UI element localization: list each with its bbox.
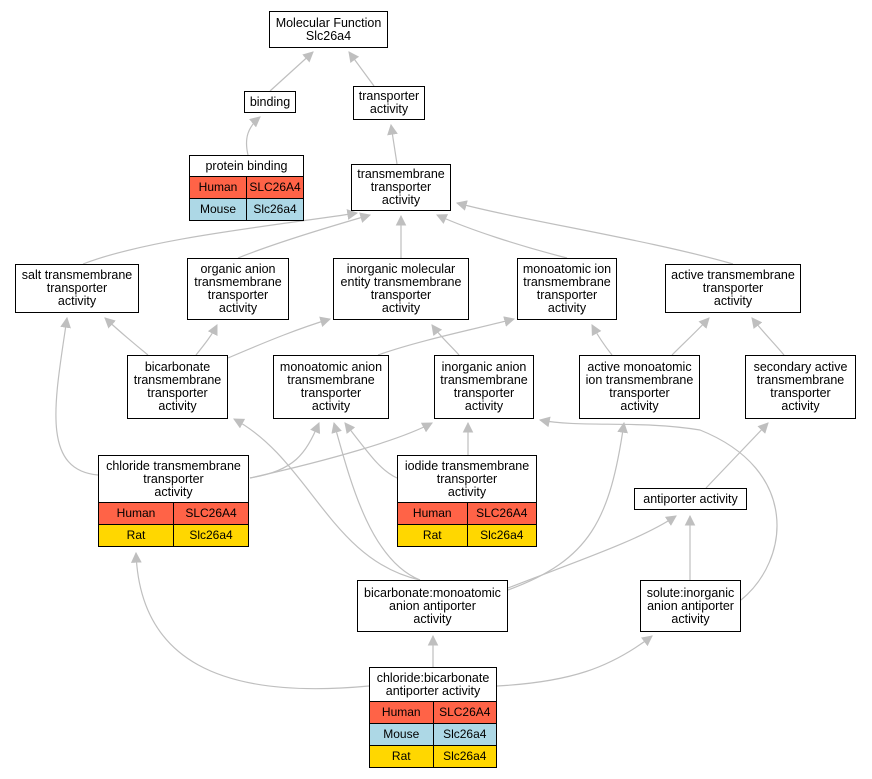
edge-bicarb_antiporter-to-monoatomic_anion [331,421,421,581]
edge-salt_tm-to-tm_transporter [82,209,359,265]
edge-monoatomic_ion-to-tm_transporter [436,214,568,259]
edge-chloride_bicarb-to-chloride_tm [130,551,370,690]
node-monoatomic-anion[interactable]: monoatomic anion transmembrane transport… [273,355,389,419]
node-iodide-tm[interactable]: iodide transmembrane transporter activit… [397,455,537,547]
node-binding[interactable]: binding [244,91,296,113]
gene-label[interactable]: Slc26a4 [173,525,248,546]
edge-binding-to-root [269,51,314,92]
node-antiporter[interactable]: antiporter activity [634,488,747,510]
edge-bicarb_antiporter-to-bicarbonate_tm [233,418,421,581]
edge-protein_binding-to-binding [245,116,261,156]
edge-bicarbonate_tm-to-salt_tm [104,317,149,356]
species-row-human: Human SLC26A4 [190,176,303,198]
edge-inorganic_anion-to-inorganic_molecular [431,324,460,356]
edge-active_tm-to-tm_transporter [455,200,734,265]
edge-chloride_tm-to-inorganic_anion [249,422,433,479]
gene-label[interactable]: SLC26A4 [432,702,497,723]
node-title: chloride:bicarbonate antiporter activity [376,670,490,698]
node-title: monoatomic ion transmembrane transporter… [522,262,612,315]
edge-solute_antiporter-to-inorganic_anion [538,416,778,601]
node-title: inorganic molecular entity transmembrane… [340,262,462,315]
node-title: secondary active transmembrane transport… [753,360,848,413]
edge-antiporter-to-secondary_active [705,422,769,489]
species-label: Rat [126,528,146,542]
node-title: transmembrane transporter activity [357,167,445,207]
species-row-human: Human SLC26A4 [99,502,248,524]
node-chloride-bicarb[interactable]: chloride:bicarbonate antiporter activity… [369,667,497,768]
node-title: bicarbonate transmembrane transporter ac… [133,360,222,413]
node-active-monoatomic[interactable]: active monoatomic ion transmembrane tran… [579,355,700,419]
species-label: Human [198,180,238,194]
node-solute-antiporter[interactable]: solute:inorganic anion antiporter activi… [640,580,741,632]
edge-chloride_bicarb-to-solute_antiporter [496,635,653,687]
species-row-human: Human SLC26A4 [370,701,496,723]
node-title: active transmembrane transporter activit… [671,268,795,308]
species-label: Mouse [383,727,420,741]
gene-label[interactable]: SLC26A4 [173,503,248,524]
species-label: Rat [391,749,411,763]
node-title: bicarbonate:monoatomic anion antiporter … [364,585,501,626]
edge-bicarb_antiporter-to-active_monoatomic [507,421,628,591]
edge-transporter_activity-to-root [348,51,375,87]
species-row-mouse: Mouse Slc26a4 [190,198,303,220]
node-title: binding [249,94,291,109]
node-tm-transporter[interactable]: transmembrane transporter activity [351,164,451,211]
gene-label[interactable]: SLC26A4 [246,177,303,198]
edge-chloride_tm-to-salt_tm [55,316,99,476]
node-title: organic anion transmembrane transporter … [194,262,282,315]
node-organic-anion[interactable]: organic anion transmembrane transporter … [187,258,289,320]
species-row-rat: Rat Slc26a4 [398,524,536,546]
edge-bicarbonate_tm-to-inorganic_molecular [227,316,332,359]
species-label: Mouse [199,202,237,216]
edge-tm_transporter-to-transporter_activity [387,123,398,165]
node-salt-tm[interactable]: salt transmembrane transporter activity [15,264,139,313]
node-inorganic-anion[interactable]: inorganic anion transmembrane transporte… [434,355,534,419]
species-label: Rat [422,528,442,542]
gene-label[interactable]: Slc26a4 [246,199,303,220]
edge-secondary_active-to-active_tm [751,317,785,356]
species-label: Human [381,705,421,719]
edge-organic_anion-to-tm_transporter [237,212,372,259]
node-title: monoatomic anion transmembrane transport… [279,360,383,413]
species-row-human: Human SLC26A4 [398,502,536,524]
gene-label[interactable]: Slc26a4 [432,724,497,745]
species-row-rat: Rat Slc26a4 [370,745,496,767]
node-title: inorganic anion transmembrane transporte… [440,360,528,413]
node-inorganic-molecular[interactable]: inorganic molecular entity transmembrane… [333,258,469,320]
node-root[interactable]: Molecular Function Slc26a4 [269,11,388,48]
node-title: transporter activity [358,89,420,116]
species-row-rat: Rat Slc26a4 [99,524,248,546]
node-title: antiporter activity [643,491,738,506]
node-bicarbonate-tm[interactable]: bicarbonate transmembrane transporter ac… [127,355,228,419]
node-transporter-activity[interactable]: transporter activity [353,86,425,120]
edge-active_monoatomic-to-monoatomic_ion [591,324,613,356]
node-title: protein binding [205,158,288,173]
edge-iodide_tm-to-monoatomic_anion [344,422,398,479]
node-chloride-tm[interactable]: chloride transmembrane transporter activ… [98,455,249,547]
node-monoatomic-ion[interactable]: monoatomic ion transmembrane transporter… [517,258,617,320]
node-title: salt transmembrane transporter activity [21,268,133,308]
gene-label[interactable]: Slc26a4 [466,525,537,546]
node-active-tm[interactable]: active transmembrane transporter activit… [665,264,801,313]
edge-monoatomic_anion-to-monoatomic_ion [377,316,516,356]
edge-bicarbonate_tm-to-organic_anion [195,324,218,356]
species-row-mouse: Mouse Slc26a4 [370,723,496,745]
gene-label[interactable]: SLC26A4 [466,503,537,524]
gene-label[interactable]: Slc26a4 [432,746,497,767]
edge-bicarb_antiporter-to-antiporter [507,515,677,589]
node-title: Molecular Function Slc26a4 [275,15,382,43]
species-label: Human [116,506,156,520]
node-secondary-active[interactable]: secondary active transmembrane transport… [745,355,856,419]
node-title: iodide transmembrane transporter activit… [404,458,530,499]
species-label: Human [412,506,452,520]
edge-active_monoatomic-to-active_tm [671,317,710,356]
node-title: solute:inorganic anion antiporter activi… [646,585,735,626]
node-title: chloride transmembrane transporter activ… [106,458,241,499]
node-title: active monoatomic ion transmembrane tran… [585,360,694,413]
node-bicarb-antiporter[interactable]: bicarbonate:monoatomic anion antiporter … [357,580,508,632]
